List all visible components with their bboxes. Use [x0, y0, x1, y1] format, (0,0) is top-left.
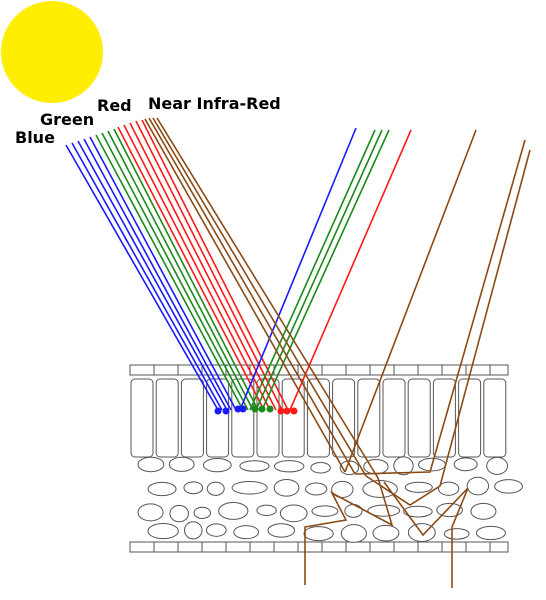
- nir-transmitted-ray: [383, 481, 469, 588]
- spongy-cell: [453, 457, 478, 472]
- spongy-cell: [273, 460, 305, 473]
- absorption-dot: [234, 405, 242, 413]
- absorption-dot: [214, 407, 222, 415]
- spongy-cell: [470, 502, 497, 520]
- spongy-cell: [256, 504, 277, 516]
- spongy-cell: [367, 504, 401, 517]
- spongy-cell: [362, 480, 398, 498]
- spongy-cell: [147, 481, 177, 497]
- green-ray: [95, 134, 244, 411]
- palisade-cell: [180, 378, 204, 458]
- blue-ray: [77, 140, 228, 411]
- red-ray: [117, 126, 265, 411]
- nir-reflected-ray: [365, 149, 531, 506]
- spongy-cell: [205, 523, 227, 537]
- palisade-cell: [407, 378, 431, 458]
- red-ray: [141, 119, 289, 411]
- spongy-cell: [202, 457, 232, 473]
- spongy-cell: [168, 456, 195, 472]
- spongy-cell: [372, 524, 400, 542]
- spongy-cell: [233, 525, 260, 540]
- label-blue: Blue: [15, 128, 55, 147]
- spongy-cell: [183, 521, 203, 540]
- green-ray: [107, 130, 254, 411]
- palisade-cell: [357, 378, 381, 458]
- leaf-cross-section: [129, 364, 523, 553]
- label-red: Red: [97, 96, 132, 115]
- red-reflected-ray: [289, 129, 412, 411]
- blue-ray: [71, 142, 223, 411]
- spongy-cell: [169, 504, 189, 523]
- spongy-cell: [486, 456, 509, 475]
- spongy-cell: [239, 460, 270, 472]
- lower-epidermis: [129, 541, 509, 553]
- palisade-cell: [306, 378, 330, 458]
- red-ray: [135, 120, 283, 411]
- upper-epidermis: [129, 364, 509, 376]
- palisade-cell: [458, 378, 482, 458]
- nir-ray: [156, 117, 379, 479]
- palisade-cell: [332, 378, 356, 458]
- palisade-cell: [256, 378, 280, 458]
- green-reflected-ray: [249, 129, 376, 411]
- spongy-cell: [404, 481, 433, 493]
- spongy-cell: [267, 523, 296, 538]
- spongy-cell: [273, 478, 300, 497]
- spongy-cell: [147, 523, 179, 540]
- spongy-cell: [344, 503, 363, 518]
- green-ray: [101, 132, 249, 411]
- palisade-cell: [155, 378, 179, 458]
- spongy-cell: [403, 505, 433, 518]
- spongy-cell: [183, 481, 204, 495]
- nir-ray: [144, 118, 346, 473]
- spongy-cell: [311, 505, 339, 517]
- sun: [1, 1, 103, 103]
- palisade-cell: [382, 378, 406, 458]
- spongy-cell: [206, 481, 225, 496]
- spongy-cell: [231, 480, 268, 495]
- red-ray: [129, 122, 277, 411]
- spongy-cell: [137, 456, 165, 473]
- absorption-dot: [290, 407, 298, 415]
- nir-transmitted-ray: [304, 477, 394, 585]
- absorption-dot: [222, 407, 230, 415]
- palisade-cell: [281, 378, 305, 458]
- green-ray: [113, 128, 259, 411]
- palisade-cell: [130, 378, 154, 458]
- light-rays: [65, 117, 531, 588]
- blue-ray: [83, 138, 232, 411]
- spongy-cell: [279, 504, 308, 523]
- absorption-dot: [283, 407, 291, 415]
- spongy-cell: [340, 524, 367, 543]
- spongy-cell: [443, 528, 470, 540]
- palisade-cell: [432, 378, 456, 458]
- spongy-cell: [437, 481, 460, 496]
- nir-ray: [152, 117, 367, 477]
- nir-reflected-ray: [344, 129, 477, 473]
- spongy-cell: [303, 526, 334, 542]
- spongy-cell: [494, 479, 523, 494]
- spongy-cell: [475, 525, 506, 541]
- spongy-cell: [305, 482, 328, 496]
- blue-ray: [89, 136, 237, 411]
- spongy-cell: [466, 476, 490, 496]
- green-reflected-ray: [255, 129, 383, 411]
- blue-reflected-ray: [239, 127, 357, 411]
- spongy-cell: [331, 480, 354, 499]
- absorption-dot: [277, 407, 285, 415]
- spongy-cell: [393, 456, 414, 476]
- spongy-cell: [310, 462, 331, 474]
- palisade-cell: [483, 378, 507, 458]
- nir-reflected-ray: [354, 139, 526, 475]
- red-ray: [123, 124, 271, 411]
- absorption-dot: [266, 405, 274, 413]
- spongy-cell: [218, 501, 249, 520]
- nir-ray: [148, 117, 356, 475]
- spongy-cell: [137, 503, 164, 522]
- spongy-cell: [193, 506, 212, 519]
- label-green: Green: [40, 110, 94, 129]
- blue-ray: [65, 144, 219, 411]
- label-near-infra-red: Near Infra-Red: [148, 94, 281, 113]
